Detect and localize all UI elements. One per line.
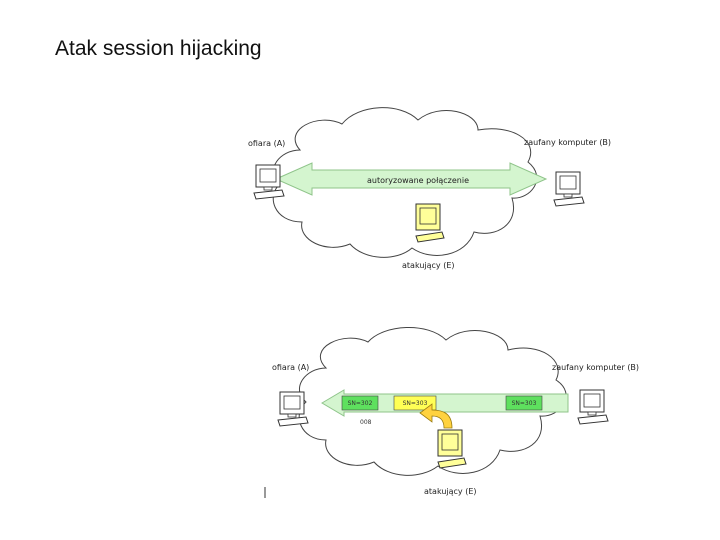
- injection-arrow: [419, 403, 453, 429]
- victim-label-bottom: ofiara (A): [272, 363, 309, 372]
- trusted-label-bottom: zaufany komputer (B): [552, 363, 639, 372]
- attacker-computer-top: [415, 203, 445, 243]
- victim-computer-top: [253, 164, 285, 200]
- attacker-label-bottom: atakujący (E): [424, 487, 477, 496]
- trusted-computer-bottom: [577, 389, 609, 425]
- slide-title: Atak session hijacking: [55, 37, 262, 60]
- bottom-scenario: SN=302 SN=303 SN=303 008 ofiara (A) zauf…: [264, 327, 639, 498]
- packet-right-label: SN=303: [512, 400, 537, 407]
- attacker-computer-bottom: [437, 429, 467, 469]
- packet-right: [505, 395, 543, 411]
- victim-computer-bottom: [277, 391, 309, 427]
- packet-injected: [393, 395, 437, 411]
- trusted-label-top: zaufany komputer (B): [524, 138, 611, 147]
- victim-label-top: ofiara (A): [248, 139, 285, 148]
- packet-left-label: SN=302: [348, 400, 373, 407]
- authorized-link-arrow: [274, 162, 548, 196]
- attacker-label-top: atakujący (E): [402, 261, 455, 270]
- authorized-link-label: autoryzowane połączenie: [367, 176, 469, 185]
- packet-left: [341, 395, 379, 411]
- drop-label: 008: [360, 419, 372, 426]
- trusted-computer-top: [553, 171, 585, 207]
- packet-injected-label: SN=303: [403, 400, 428, 407]
- top-scenario: autoryzowane połączenie ofiara (A) zaufa…: [248, 107, 611, 270]
